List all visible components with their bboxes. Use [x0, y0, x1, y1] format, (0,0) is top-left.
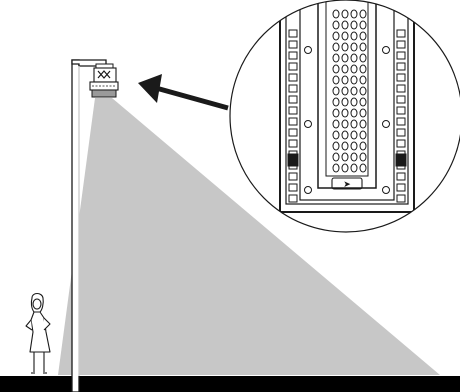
- led-module: [359, 119, 367, 129]
- cooling-fin: [288, 29, 298, 38]
- cooling-fin: [396, 40, 406, 49]
- led-module: [359, 141, 367, 151]
- cooling-fin: [288, 95, 298, 104]
- led-module: [359, 42, 367, 52]
- led-module: [332, 119, 340, 129]
- led-module: [332, 86, 340, 96]
- led-module: [341, 108, 349, 118]
- led-module: [359, 9, 367, 19]
- led-module: [359, 53, 367, 63]
- led-module: [359, 108, 367, 118]
- led-module: [341, 64, 349, 74]
- cooling-fin: [288, 73, 298, 82]
- led-module: [350, 152, 358, 162]
- cooling-fin: [396, 51, 406, 60]
- indicator-arrow: ➤: [343, 180, 351, 190]
- led-module: [359, 152, 367, 162]
- cooling-fin: [396, 128, 406, 137]
- led-module: [341, 75, 349, 85]
- led-module: [332, 64, 340, 74]
- led-module: [350, 119, 358, 129]
- led-module: [341, 20, 349, 30]
- cooling-fin: [288, 183, 298, 192]
- led-module: [359, 86, 367, 96]
- cooling-fin: [396, 84, 406, 93]
- led-module: [341, 97, 349, 107]
- led-module: [341, 31, 349, 41]
- cooling-fin: [396, 62, 406, 71]
- led-module: [332, 152, 340, 162]
- led-module: [332, 20, 340, 30]
- cooling-fin: [396, 194, 406, 203]
- led-module: [350, 75, 358, 85]
- led-module: [332, 163, 340, 173]
- led-module: [350, 86, 358, 96]
- cooling-fin: [288, 51, 298, 60]
- led-module: [332, 42, 340, 52]
- led-module: [341, 119, 349, 129]
- led-grid: [332, 9, 367, 173]
- right-cooling-fins: [396, 29, 406, 203]
- led-module: [350, 141, 358, 151]
- led-module: [332, 31, 340, 41]
- cooling-fin: [396, 183, 406, 192]
- ground: [0, 376, 460, 392]
- cooling-fin: [396, 73, 406, 82]
- cooling-fin: [288, 117, 298, 126]
- cooling-fin: [288, 128, 298, 137]
- led-module: [341, 141, 349, 151]
- cooling-fin: [396, 29, 406, 38]
- street-light-pole-icon: [71, 59, 107, 392]
- cooling-fin: [288, 106, 298, 115]
- led-module: [332, 53, 340, 63]
- led-module: [350, 163, 358, 173]
- cooling-fin: [288, 84, 298, 93]
- cooling-fin: [288, 194, 298, 203]
- standing-woman-icon: [25, 292, 51, 374]
- cooling-fin: [396, 106, 406, 115]
- led-module: [350, 130, 358, 140]
- pointer-arrow-icon: [138, 74, 229, 111]
- detail-zoom-circle-icon: ➤: [229, 0, 460, 233]
- cooling-fin: [288, 40, 298, 49]
- led-module: [359, 20, 367, 30]
- led-module: [332, 9, 340, 19]
- cooling-fin: [288, 139, 298, 148]
- led-module: [332, 108, 340, 118]
- led-module: [332, 141, 340, 151]
- led-fixture-icon: [89, 63, 119, 98]
- led-module: [341, 130, 349, 140]
- led-module: [332, 75, 340, 85]
- led-module: [350, 9, 358, 19]
- led-module: [341, 163, 349, 173]
- led-module: [350, 108, 358, 118]
- led-module: [341, 9, 349, 19]
- led-module: [350, 20, 358, 30]
- led-module: [359, 75, 367, 85]
- led-module: [332, 97, 340, 107]
- led-module: [359, 64, 367, 74]
- cooling-fin: [396, 117, 406, 126]
- led-module: [359, 31, 367, 41]
- cooling-fin: [396, 95, 406, 104]
- led-module: [359, 163, 367, 173]
- led-module: [332, 130, 340, 140]
- led-module: [359, 97, 367, 107]
- led-module: [359, 130, 367, 140]
- led-module: [350, 42, 358, 52]
- led-module: [350, 31, 358, 41]
- cooling-fin: [396, 139, 406, 148]
- led-module: [350, 53, 358, 63]
- cooling-fin: [288, 62, 298, 71]
- led-module: [341, 86, 349, 96]
- led-module: [341, 152, 349, 162]
- led-module: [341, 42, 349, 52]
- led-module: [341, 53, 349, 63]
- led-module: [350, 64, 358, 74]
- light-beam: [58, 98, 440, 375]
- led-module: [350, 97, 358, 107]
- cooling-fin: [288, 172, 298, 181]
- cooling-fin: [396, 172, 406, 181]
